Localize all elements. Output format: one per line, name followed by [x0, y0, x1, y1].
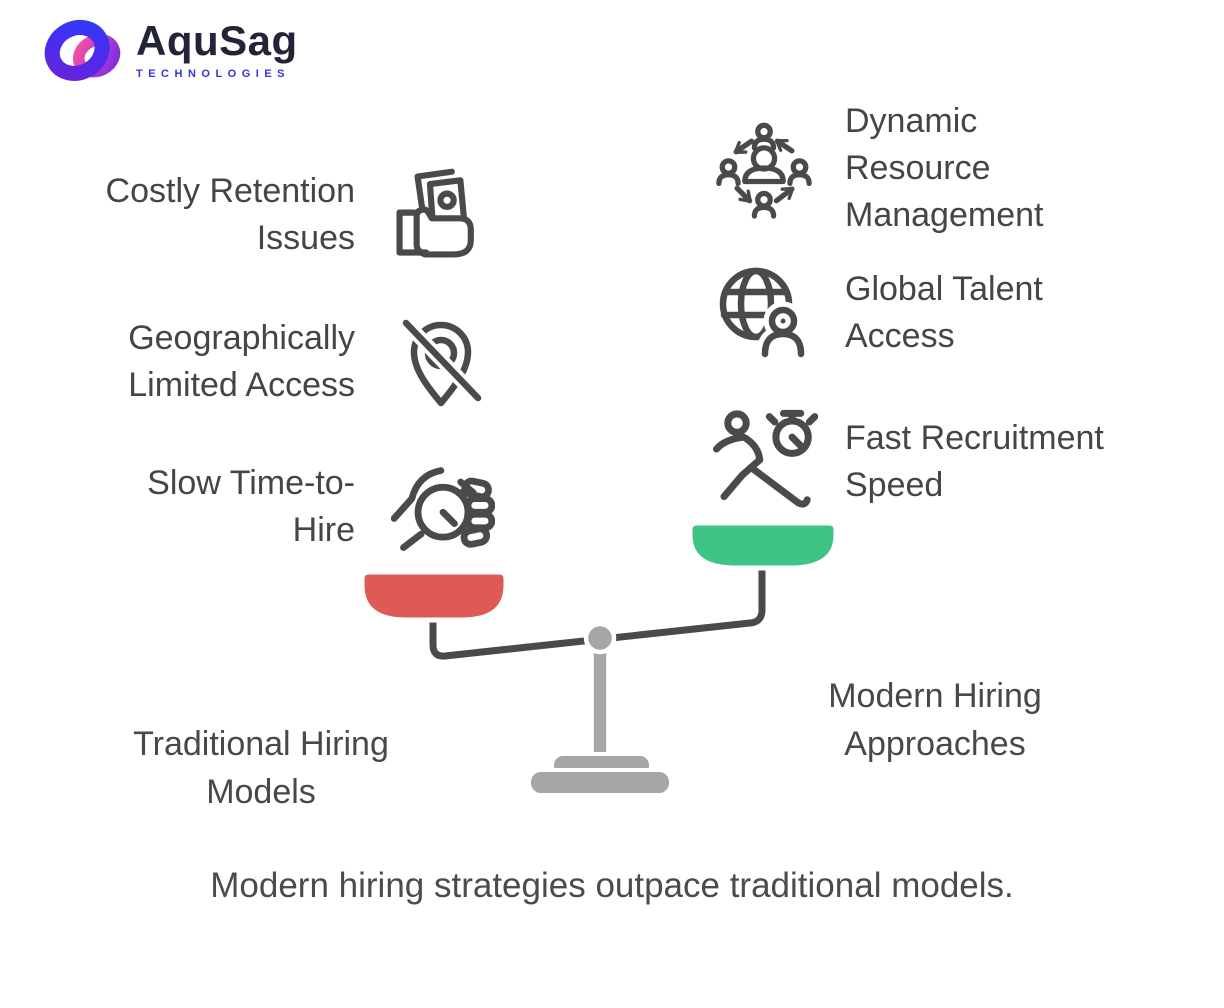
item-label: Global Talent Access: [845, 270, 1043, 355]
item-label: Costly Retention Issues: [105, 171, 355, 257]
list-item-global-talent: Global Talent Access: [714, 263, 1043, 363]
brand-name: AquSag: [136, 17, 298, 64]
traditional-label: Traditional Hiring Models: [133, 725, 389, 811]
scale-pole: [590, 638, 610, 768]
globe-person-icon: [719, 267, 810, 358]
scale-pivot: [583, 621, 617, 655]
aqusag-logo-icon: [44, 19, 121, 81]
list-item-slow-time-to-hire: Slow Time-to- Hire: [25, 455, 495, 559]
list-item-costly-retention: Costly Retention Issues: [25, 165, 486, 264]
hand-stopwatch-icon: [391, 467, 495, 551]
people-rotation-icon: [716, 119, 812, 219]
scale-base-bottom: [527, 768, 673, 797]
location-disabled-icon: [400, 318, 484, 407]
modern-label: Modern Hiring Approaches: [828, 677, 1042, 763]
list-item-dynamic-resource: Dynamic Resource Management: [716, 98, 1043, 239]
brand-subtitle: TECHNOLOGIES: [136, 68, 291, 80]
list-item-fast-recruitment: Fast Recruitment Speed: [710, 408, 1104, 516]
caption-text: Modern hiring strategies outpace traditi…: [210, 866, 1014, 905]
list-item-geographically-limited: Geographically Limited Access: [25, 310, 491, 414]
item-label: Fast Recruitment Speed: [845, 419, 1104, 504]
money-hand-icon: [396, 168, 474, 258]
item-label: Geographically Limited Access: [128, 319, 355, 404]
item-label: Slow Time-to- Hire: [147, 464, 355, 549]
brand-logo: AquSag TECHNOLOGIES: [40, 8, 298, 92]
item-label: Dynamic Resource Management: [845, 102, 1044, 234]
balance-scale: [359, 520, 839, 797]
traditional-pan: [359, 569, 509, 623]
modern-pan: [687, 520, 839, 571]
runner-stopwatch-icon: [712, 409, 818, 508]
brand-text: AquSag TECHNOLOGIES: [136, 8, 298, 81]
